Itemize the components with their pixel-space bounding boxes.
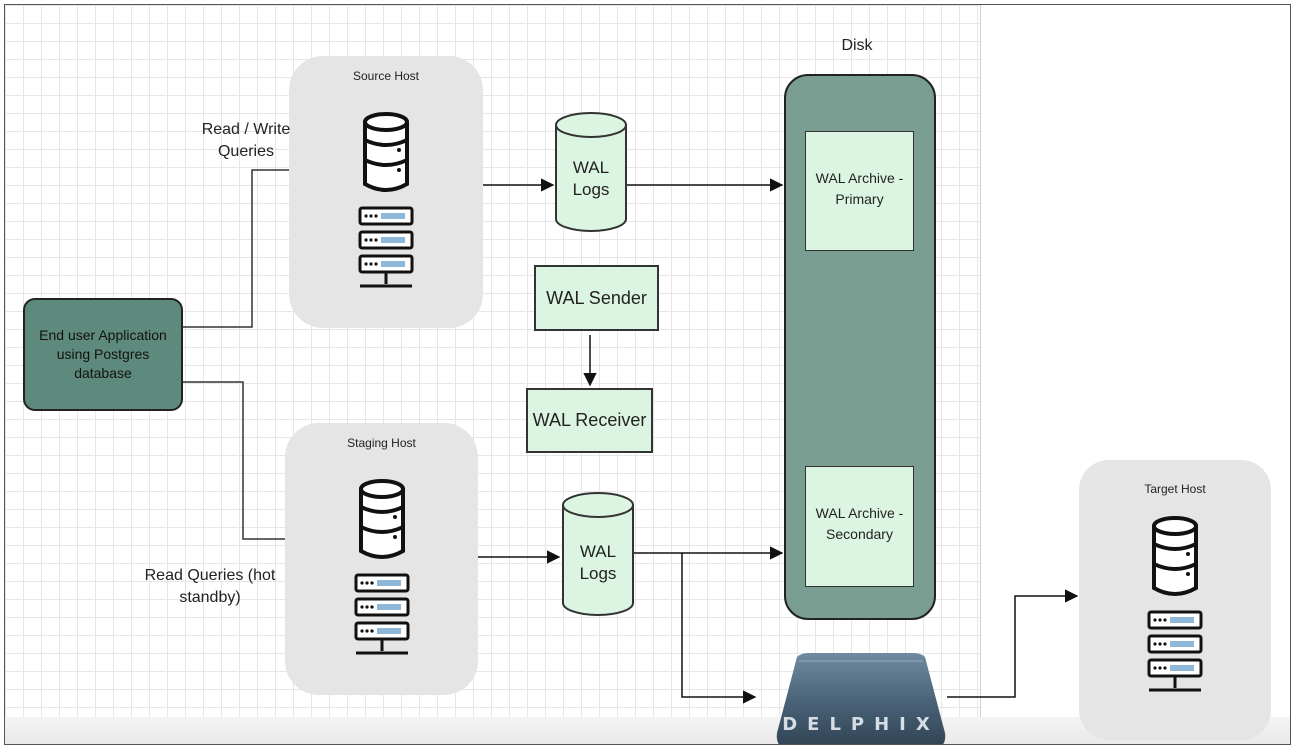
delphix-logo-text: DELPHIX (782, 714, 940, 735)
wal-archive-primary-line2: Primary (835, 191, 884, 207)
wal-archive-secondary: WAL Archive - Secondary (805, 466, 914, 587)
database-icon (363, 112, 409, 192)
server-rack-icon (354, 573, 409, 655)
wal-archive-primary: WAL Archive - Primary (805, 131, 914, 251)
target-host: Target Host (1079, 460, 1271, 740)
staging-host: Staging Host (285, 423, 478, 695)
app-to-staging-line (183, 381, 285, 540)
app-line1: End user Application (39, 327, 167, 343)
wal-to-delphix-arrow (681, 553, 757, 704)
bottom-scroll-strip (5, 717, 1290, 744)
app-line2: using Postgres database (56, 346, 150, 381)
wal-archive-primary-line1: WAL Archive - (815, 170, 904, 186)
connectors (183, 169, 1079, 704)
wal-archive-secondary-line1: WAL Archive - (815, 505, 904, 521)
wal-logs-top-line1: WAL (572, 158, 610, 177)
delphix-to-target-arrow (947, 589, 1079, 698)
source-host-label: Source Host (352, 69, 420, 83)
wal-logs-bottom-line2: Logs (579, 564, 617, 583)
wal-logs-bottom-line1: WAL (579, 542, 617, 561)
wal-archive-secondary-line2: Secondary (826, 526, 893, 542)
database-icon (1152, 516, 1198, 596)
app-to-source-line (183, 169, 289, 328)
wal-logs-bottom: WAL Logs (561, 491, 635, 617)
read-queries-line1: Read Queries (hot (144, 567, 276, 584)
rw-queries-line1: Read / Write (201, 121, 291, 138)
disk-container: WAL Archive - Primary WAL Archive - Seco… (784, 74, 936, 620)
rw-queries-line2: Queries (217, 143, 275, 160)
wal-logs-top: WAL Logs (554, 111, 628, 233)
rw-queries-label: Read / Write Queries (191, 119, 301, 163)
diagram-canvas: Source Host (4, 4, 1291, 745)
read-queries-line2: standby) (179, 589, 241, 606)
server-rack-icon (1147, 610, 1203, 692)
canvas-edge (980, 5, 981, 744)
target-host-label: Target Host (1144, 482, 1206, 496)
wal-sender-box: WAL Sender (534, 265, 659, 331)
server-rack-icon (358, 206, 414, 288)
delphix-appliance-icon (776, 653, 946, 744)
cylinder-shape (562, 492, 634, 616)
staging-host-label: Staging Host (347, 436, 416, 450)
wal-receiver-box: WAL Receiver (526, 388, 653, 453)
source-host: Source Host (289, 56, 483, 328)
end-user-app-box: End user Application using Postgres data… (23, 298, 183, 411)
wal-logs-top-line2: Logs (572, 180, 610, 199)
cylinder-shape (555, 112, 627, 232)
disk-title: Disk (841, 37, 873, 54)
read-queries-label: Read Queries (hot standby) (135, 565, 285, 609)
database-icon (358, 479, 405, 559)
